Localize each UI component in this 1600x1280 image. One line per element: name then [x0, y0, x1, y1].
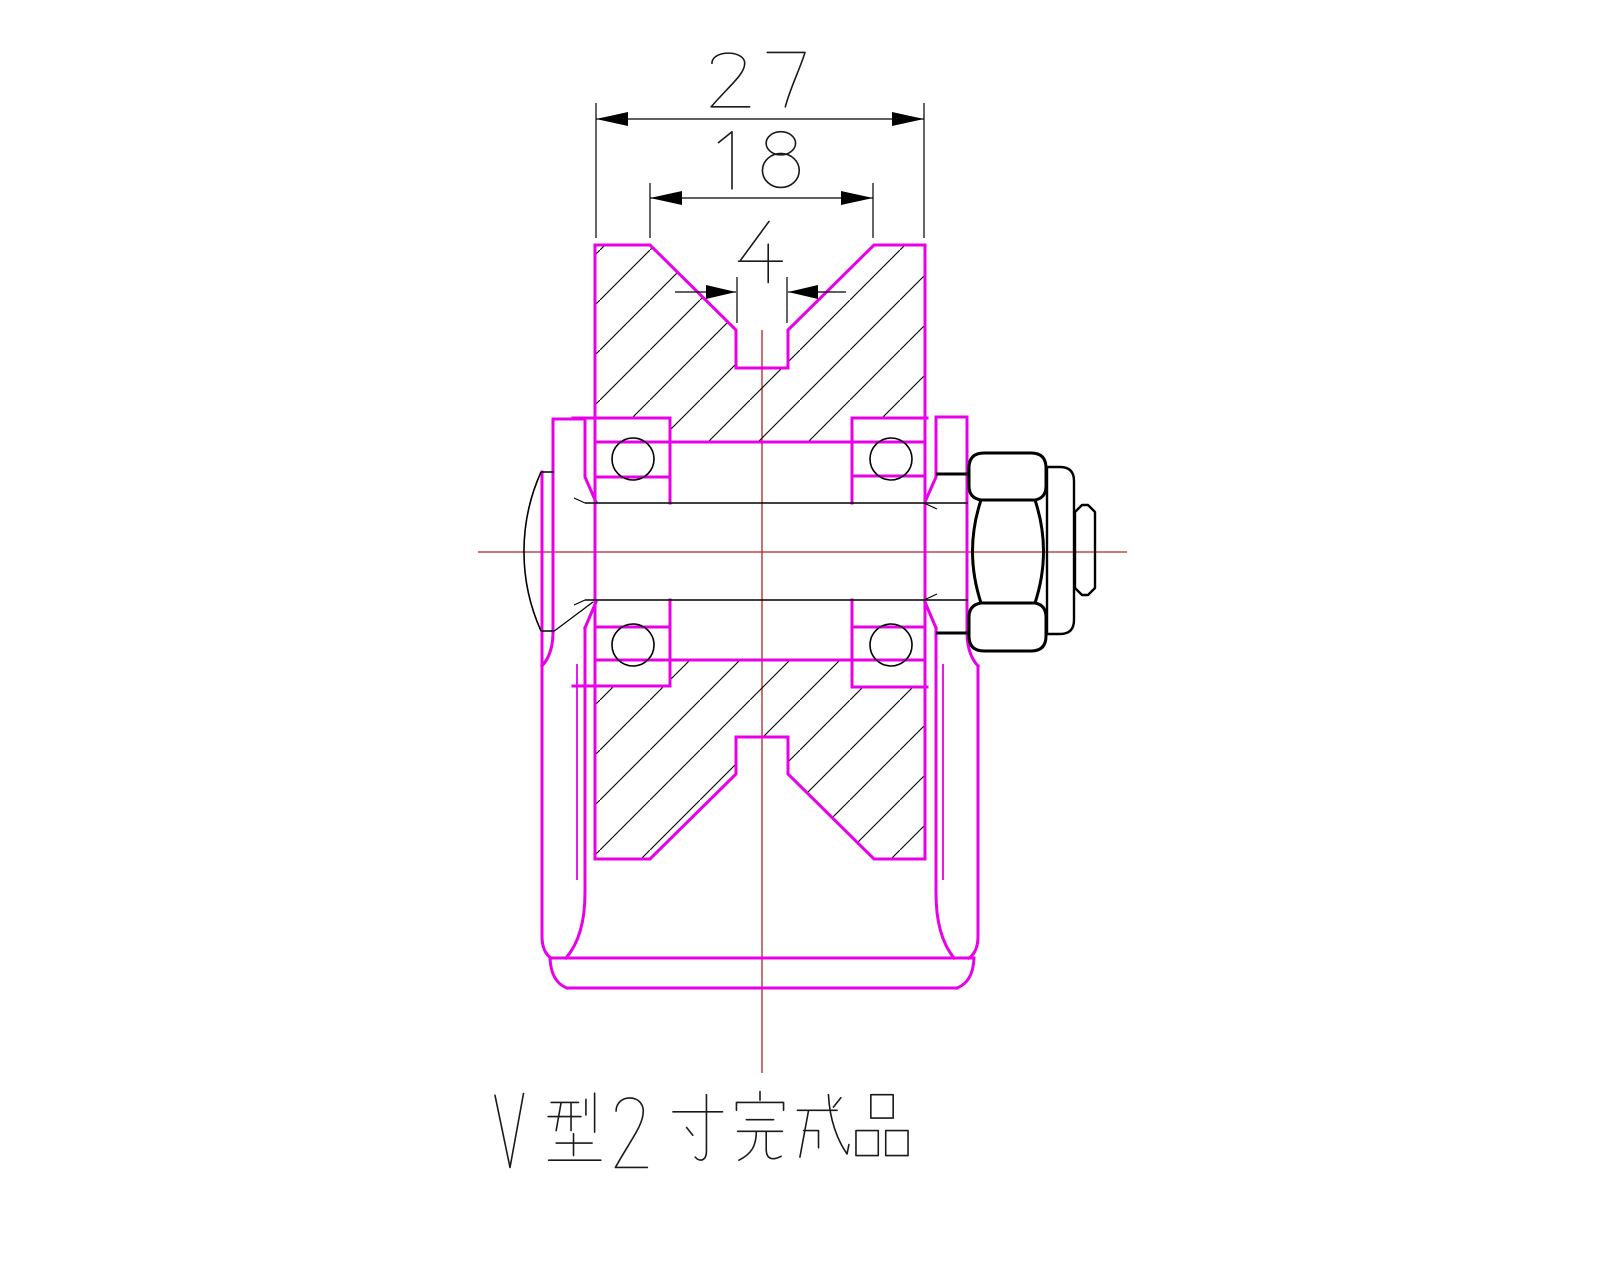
- dimension-18-digits: [719, 132, 800, 189]
- hex-nut-mid-facet-arcs: [971, 499, 1045, 604]
- bearing-housing-top-right: [850, 416, 929, 505]
- glyph-pin: [856, 1095, 908, 1156]
- dimension-27: 27: [595, 35, 925, 238]
- dimension-18-arrow-left: [650, 191, 682, 205]
- dimension-4-arrow-left: [706, 285, 736, 299]
- bracket-left-outer-lower: [540, 470, 554, 961]
- dimension-27-arrow-left: [596, 112, 628, 126]
- bearing-housing-bottom-right: [850, 598, 929, 689]
- drawing-title-text: v型2寸完成品: [428, 1081, 976, 1184]
- bracket-right-inner-upper: [923, 415, 938, 504]
- drawing-title: v型2寸完成品: [428, 1081, 976, 1184]
- dimension-4-arrow-right: [788, 285, 818, 299]
- bearing-housing-top-left: [571, 416, 672, 505]
- dimension-27-digits: [711, 52, 805, 106]
- dimension-4-value: 4: [737, 214, 783, 298]
- dimension-18-lines: [649, 183, 874, 238]
- bolt-tip: [1073, 503, 1097, 597]
- washer: [1045, 465, 1076, 636]
- bearing-housing-bottom-left: [571, 598, 672, 688]
- dimension-27-lines: [595, 103, 925, 238]
- bracket-left-inner-upper: [583, 417, 598, 504]
- hex-nut: [967, 451, 1048, 653]
- dimension-4-lines: [675, 277, 846, 323]
- glyph-wan: [736, 1092, 783, 1161]
- hatch-upper-wheel-section: [595, 245, 925, 442]
- dimension-4: 4: [675, 214, 846, 323]
- axle-shaft-chamfers: [573, 497, 938, 606]
- section-hatching: [595, 245, 925, 859]
- bracket-base-plate: [548, 956, 976, 990]
- dimension-27-arrow-right: [892, 112, 924, 126]
- ball-bearings: [571, 416, 929, 689]
- bracket-bend-edge: [552, 601, 594, 633]
- glyph-cun: [673, 1095, 723, 1160]
- bracket-left-outer-upper: [539, 417, 555, 669]
- glyph-cheng: [797, 1095, 848, 1157]
- glyph-2: [615, 1098, 647, 1168]
- bearing-ball-top-right: [869, 437, 913, 481]
- bracket-left-inner-lower: [563, 600, 598, 961]
- dimension-27-value: 27: [712, 35, 807, 123]
- dimension-18: 18: [649, 121, 874, 238]
- bracket-right-outer-lower: [966, 664, 980, 961]
- v-groove-wheel: [593, 243, 927, 861]
- glyph-xing: [548, 1093, 601, 1160]
- bracket-right-inner-lower: [923, 600, 957, 961]
- bolt-head-flats: [541, 471, 554, 632]
- bearing-ball-bottom-left: [611, 623, 655, 667]
- hex-nut-top-facet: [967, 451, 1048, 502]
- dimension-18-arrow-right: [841, 191, 873, 205]
- axle-bolt-assembly: [523, 451, 1097, 653]
- axle-shaft-lines: [585, 502, 968, 601]
- dimension-18-value: 18: [712, 121, 804, 205]
- bolt-head-arc: [523, 471, 542, 632]
- glyph-v: [495, 1094, 524, 1168]
- wheel-top-profile-v-groove: [593, 243, 927, 370]
- bearing-ball-top-left: [611, 437, 655, 481]
- bearing-ball-bottom-right: [869, 623, 913, 667]
- bolt-neck-lines: [936, 472, 969, 635]
- hatch-lower-wheel-section: [595, 660, 925, 859]
- hex-nut-bottom-facet: [967, 601, 1048, 653]
- dimension-4-digits: [739, 221, 783, 282]
- wheel-bottom-profile-v-groove: [593, 735, 927, 861]
- drawing-title-glyphs: [495, 1092, 908, 1168]
- mounting-bracket: [539, 415, 981, 990]
